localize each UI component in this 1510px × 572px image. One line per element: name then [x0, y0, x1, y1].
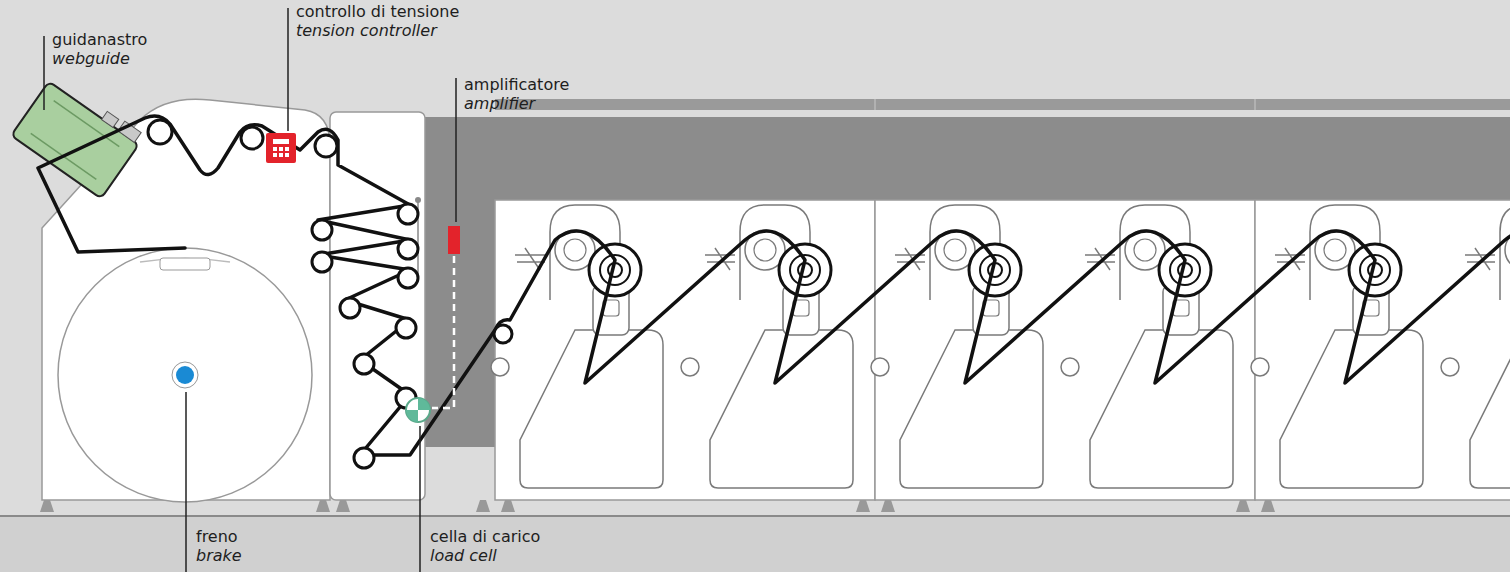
reel-clamp [160, 258, 210, 270]
print-unit [681, 205, 853, 488]
leader-lines [44, 8, 456, 572]
part-name-en: amplifier [464, 94, 535, 113]
print-unit [871, 205, 1043, 488]
controller-icon [266, 133, 296, 163]
top-bar [495, 99, 1510, 110]
part-name-it: cella di carico [430, 527, 540, 546]
part-name-it: amplificatore [464, 75, 569, 94]
print-unit [1061, 205, 1233, 488]
part-name-it: freno [196, 527, 238, 546]
bar-joint [875, 99, 876, 110]
feet [40, 500, 1275, 512]
brake-dot [176, 366, 194, 384]
part-name-it: guidanastro [52, 30, 147, 49]
floor-line [0, 515, 1510, 517]
print-units [491, 205, 1510, 488]
part-name-en: tension controller [296, 21, 437, 40]
signal-wire [432, 256, 454, 408]
part-name-it: controllo di tensione [296, 2, 459, 21]
part-name-en: load cell [430, 546, 497, 565]
amplifier-box [448, 226, 460, 254]
print-unit [1441, 205, 1510, 488]
part-name-en: brake [196, 546, 242, 565]
print-unit [1251, 205, 1423, 488]
print-unit [491, 205, 663, 488]
reel [58, 248, 312, 502]
webguide-unit [11, 72, 145, 198]
dancer-pivot [415, 197, 421, 203]
floor [0, 516, 1510, 572]
web-path [38, 116, 1510, 455]
load-cell-symbol [406, 398, 430, 422]
part-name-en: webguide [52, 49, 130, 68]
rollers [148, 120, 512, 468]
brake-hub [172, 362, 198, 388]
bar-joint [1255, 99, 1256, 110]
